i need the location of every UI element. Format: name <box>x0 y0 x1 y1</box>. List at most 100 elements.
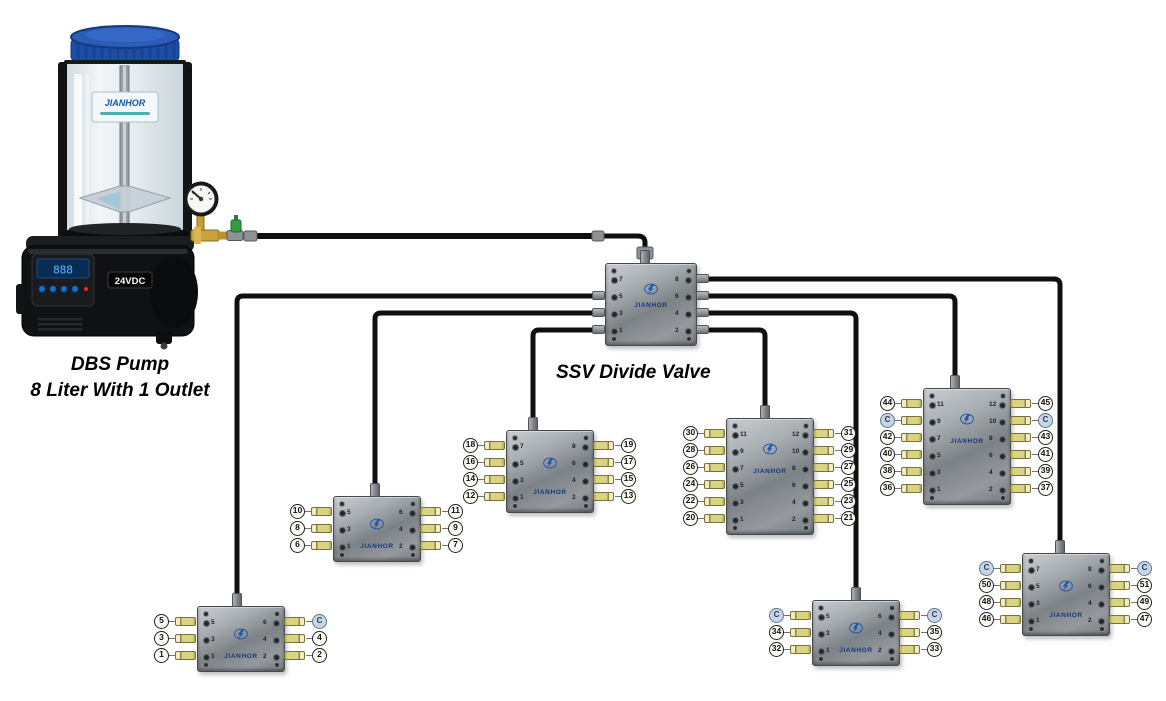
connector-line <box>1032 471 1038 472</box>
grease-fitting <box>284 617 305 626</box>
connector-line <box>835 518 841 519</box>
lube-point-12: 12 <box>463 489 478 504</box>
connector-line <box>698 467 704 468</box>
lube-point-20: 20 <box>683 511 698 526</box>
screw <box>687 269 691 273</box>
jianhor-logo-icon <box>543 456 557 470</box>
port-number: 3 <box>520 477 524 484</box>
capped-port-marker: C <box>1038 413 1053 428</box>
port-number: 6 <box>792 482 796 489</box>
port-number: 1 <box>347 543 351 550</box>
screw <box>890 606 894 610</box>
port-hole <box>930 437 935 442</box>
pump-reservoir: JIANHOR <box>58 60 192 243</box>
port-hole <box>1099 568 1104 573</box>
screw <box>204 663 208 667</box>
port-number: 8 <box>792 465 796 472</box>
ssv-caption: SSV Divide Valve <box>556 362 711 383</box>
inlet-fitting <box>760 405 770 419</box>
grease-fitting <box>484 441 505 450</box>
port-number: 3 <box>347 526 351 533</box>
port-number: 4 <box>792 499 796 506</box>
grease-fitting <box>813 446 834 455</box>
capped-port-marker: C <box>927 608 942 623</box>
port-number: 3 <box>937 469 941 476</box>
grease-fitting <box>704 514 725 523</box>
grease-fitting <box>1010 399 1031 408</box>
brand-text: JIANHOR <box>753 468 787 475</box>
grease-fitting <box>790 611 811 620</box>
port-hole <box>1099 602 1104 607</box>
voltage-text: 24VDC <box>115 276 146 287</box>
port-hole <box>583 462 588 467</box>
grease-fitting <box>901 433 922 442</box>
grease-fitting <box>1109 598 1130 607</box>
lube-point-23: 23 <box>841 494 856 509</box>
connector-line <box>895 454 901 455</box>
port-hole <box>686 295 691 300</box>
port-number: 2 <box>792 516 796 523</box>
port-hole <box>410 545 415 550</box>
screw <box>819 657 823 661</box>
screw <box>930 496 934 500</box>
connector-line <box>1032 437 1038 438</box>
port-hole <box>513 479 518 484</box>
jianhor-logo-icon <box>763 442 777 456</box>
lube-point-41: 41 <box>1038 447 1053 462</box>
connector-line <box>305 545 311 546</box>
grease-fitting <box>1010 416 1031 425</box>
port-hole <box>583 479 588 484</box>
grease-fitting <box>593 475 614 484</box>
lube-point-34: 34 <box>769 625 784 640</box>
lube-point-2: 2 <box>312 648 327 663</box>
port-number: 1 <box>1036 617 1040 624</box>
port-number: 1 <box>826 647 830 654</box>
lube-point-30: 30 <box>683 426 698 441</box>
display-button <box>60 285 68 293</box>
port-hole <box>803 501 808 506</box>
connector-line <box>698 484 704 485</box>
screw <box>340 553 344 557</box>
screw <box>584 504 588 508</box>
grease-fitting <box>813 429 834 438</box>
port-hole <box>204 638 209 643</box>
lube-point-24: 24 <box>683 477 698 492</box>
port-hole <box>612 312 617 317</box>
port-number: 10 <box>792 448 800 455</box>
grease-fitting <box>420 524 441 533</box>
lube-point-9: 9 <box>448 521 463 536</box>
port-hole <box>930 403 935 408</box>
port-hole <box>819 649 824 654</box>
grease-fitting <box>704 429 725 438</box>
tube-main-to-valve-2 <box>372 310 605 498</box>
screw <box>411 553 415 557</box>
outlet-fitting <box>592 308 605 317</box>
lube-point-33: 33 <box>927 642 942 657</box>
connector-line <box>478 462 484 463</box>
grease-fitting <box>901 467 922 476</box>
connector-line <box>835 501 841 502</box>
port-number: 2 <box>675 327 679 334</box>
grease-fitting <box>704 446 725 455</box>
connector-line <box>994 619 1000 620</box>
grease-fitting <box>1010 484 1031 493</box>
tube-main-to-valve-7 <box>697 276 1063 555</box>
lube-point-17: 17 <box>621 455 636 470</box>
jianhor-logo-icon <box>644 282 658 296</box>
pump-caption-line2: 8 Liter With 1 Outlet <box>30 379 210 401</box>
connector-line <box>835 450 841 451</box>
grease-fitting <box>899 645 920 654</box>
outlet-fitting <box>696 325 709 334</box>
lube-point-26: 26 <box>683 460 698 475</box>
port-number: 1 <box>740 516 744 523</box>
port-hole <box>513 462 518 467</box>
port-number: 8 <box>989 435 993 442</box>
port-hole <box>274 655 279 660</box>
connector-line <box>1131 619 1137 620</box>
